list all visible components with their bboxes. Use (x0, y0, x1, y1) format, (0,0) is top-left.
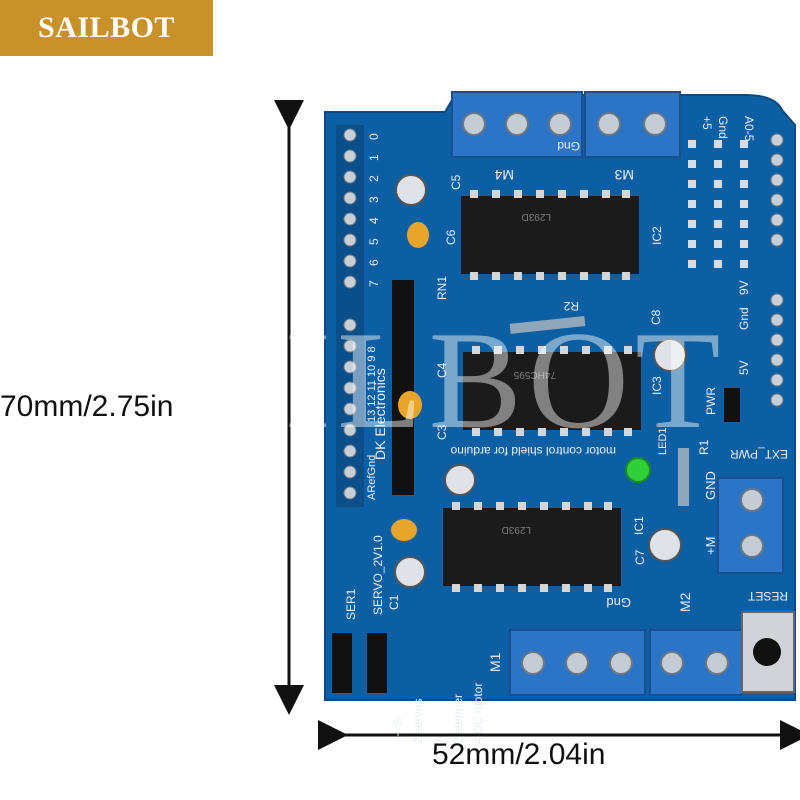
label-ic2: IC2 (650, 226, 664, 245)
label-r1: R1 (697, 439, 711, 455)
width-dimension-label: 52mm/2.04in (432, 738, 606, 771)
brand-badge: SAILBOT (0, 0, 213, 56)
label-c3: C3 (435, 424, 449, 440)
brand-label: SAILBOT (38, 11, 175, 44)
label-ext-pwr: EXT_PWR (730, 447, 788, 461)
label-pin-0: 0 (367, 133, 381, 140)
label-pin-3: 3 (367, 196, 381, 203)
capacitors (391, 174, 687, 588)
label-c4: C4 (435, 362, 449, 378)
label-chip-sn: 74HC595 (513, 369, 556, 380)
resistor-r1 (678, 448, 689, 506)
servo-headers (332, 633, 387, 693)
label-gnd-m1: Gnd (606, 595, 631, 610)
chip-ic3 (463, 346, 641, 436)
legend-line-4: 2 stepper (451, 694, 465, 744)
chip-ic2 (461, 190, 639, 280)
label-ic1: IC1 (632, 516, 646, 535)
label-gnd-m3: Gnd (557, 139, 580, 153)
label-pin-7: 7 (367, 280, 381, 287)
label-gnd-side: Gnd (737, 307, 751, 330)
label-shield-title: DK Electronics (372, 368, 388, 460)
label-led1: LED1 (657, 427, 669, 455)
label-pwr: PWR (704, 387, 718, 415)
label-m3: M3 (614, 167, 634, 183)
chip-ic1 (443, 502, 621, 592)
reset-button (741, 611, 795, 693)
label-gnd-ext: GND (703, 471, 718, 500)
label-c8: C8 (649, 309, 663, 325)
label-pin-6: 6 (367, 259, 381, 266)
label-r2: R2 (563, 299, 579, 313)
label-gnd-top: Gnd (716, 116, 730, 139)
legend-line-5: 4 DC motor (471, 683, 485, 744)
label-chip-l293-bottom: L293D (502, 524, 531, 535)
label-9v: 9V (737, 280, 751, 295)
label-motor-control: motor control shield for arduino (450, 444, 616, 458)
label-5v: 5V (737, 360, 751, 375)
label-pin-1: 1 (367, 154, 381, 161)
label-pin-2: 2 (367, 175, 381, 182)
label-c1: C1 (387, 594, 401, 610)
legend-line-1: - + S (391, 718, 405, 744)
label-pin-4: 4 (367, 217, 381, 224)
label-c5: C5 (449, 174, 463, 190)
label-servo2: SERVO_2 (371, 560, 385, 615)
motor-shield-board: M4 M3 M1 M2 Gnd Gnd +5 Gnd A0-5 IC2 IC3 … (324, 91, 796, 744)
label-v10: V1.0 (371, 535, 385, 560)
pwr-jumper (724, 388, 740, 422)
label-pin-row2: 13 12 11 10 9 8 (366, 346, 378, 422)
label-pin-5: 5 (367, 238, 381, 245)
label-chip-l293-top: L293D (522, 211, 551, 222)
label-rn1: RN1 (435, 276, 449, 300)
label-ser1: SER1 (344, 588, 358, 620)
label-c7: C7 (633, 549, 647, 565)
legend-line-2: 2 servos (411, 699, 425, 744)
legend-line-3: + (431, 737, 445, 744)
label-m2: M2 (677, 592, 693, 612)
label-aref: ARefGnd (366, 455, 378, 500)
resistor-network-rn1 (392, 280, 414, 495)
resistor-r2 (509, 316, 586, 334)
label-ic3: IC3 (650, 376, 664, 395)
label-reset: RESET (747, 589, 788, 603)
label-plus-m: +M (703, 537, 718, 555)
led1 (625, 457, 651, 483)
label-m4: M4 (494, 167, 514, 183)
label-a0-5: A0-5 (742, 116, 756, 142)
label-c6: C6 (444, 229, 458, 245)
height-dimension-label: 70mm/2.75in (0, 390, 174, 423)
label-m1: M1 (487, 652, 503, 672)
label-plus5: +5 (700, 116, 714, 130)
